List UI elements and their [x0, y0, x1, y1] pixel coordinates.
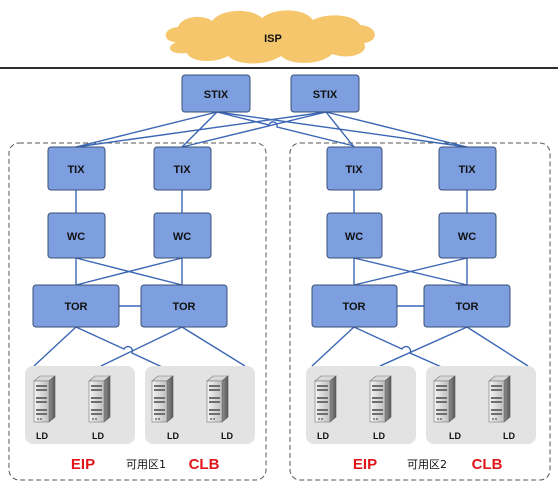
link	[181, 326, 246, 367]
node-label: TIX	[67, 164, 85, 176]
link	[353, 257, 468, 286]
node-label: STIX	[204, 89, 229, 101]
zone-2-boundary	[289, 142, 551, 481]
server-icon: LD	[433, 375, 461, 441]
tor-node: TOR	[140, 284, 228, 328]
server-label: LD	[92, 431, 104, 441]
link	[181, 111, 327, 148]
node-label: TIX	[458, 164, 476, 176]
node-label: TIX	[173, 164, 191, 176]
link	[311, 326, 355, 367]
link	[216, 111, 468, 148]
link	[75, 111, 218, 148]
eip-label: EIP	[353, 456, 377, 473]
server-label: LD	[373, 431, 385, 441]
zone-name-label: 可用区2	[407, 458, 447, 471]
link	[75, 257, 183, 286]
node-label: TOR	[455, 301, 478, 313]
tix-node: TIX	[326, 146, 383, 191]
tor-node: TOR	[32, 284, 120, 328]
node-label: STIX	[313, 89, 338, 101]
server-label: LD	[317, 431, 329, 441]
node-label: WC	[67, 231, 85, 243]
link	[325, 111, 355, 148]
isp-cloud-icon	[165, 10, 375, 64]
stix-node: STIX	[290, 74, 360, 113]
node-label: TIX	[345, 164, 363, 176]
server-label: LD	[503, 431, 515, 441]
clb-label: CLB	[189, 456, 220, 473]
node-label: TOR	[172, 301, 195, 313]
wc-node: WC	[153, 212, 212, 259]
server-label: LD	[167, 431, 179, 441]
link	[33, 326, 77, 367]
server-icon: LD	[151, 375, 179, 441]
server-icon: LD	[314, 375, 337, 441]
server-icon: LD	[88, 375, 111, 441]
clb-label: CLB	[472, 456, 503, 473]
wc-node: WC	[326, 212, 383, 259]
server-label: LD	[221, 431, 233, 441]
stix-node: STIX	[181, 74, 251, 113]
tix-node: TIX	[153, 146, 212, 191]
zone-1-boundary	[8, 142, 267, 481]
node-label: WC	[458, 231, 476, 243]
tix-node: TIX	[47, 146, 106, 191]
server-icon: LD	[488, 375, 515, 441]
link	[466, 326, 529, 367]
server-icon: LD	[33, 375, 56, 441]
eip-label: EIP	[71, 456, 95, 473]
isp-label: ISP	[264, 33, 282, 45]
tor-node: TOR	[423, 284, 511, 328]
link	[379, 326, 468, 367]
link	[100, 326, 183, 367]
node-label: WC	[345, 231, 363, 243]
tix-node: TIX	[438, 146, 497, 191]
wc-node: WC	[47, 212, 106, 259]
server-icon: LD	[369, 375, 392, 441]
server-icon: LD	[206, 375, 233, 441]
network-links	[33, 111, 529, 374]
link	[325, 111, 468, 148]
server-label: LD	[36, 431, 48, 441]
tor-node: TOR	[311, 284, 398, 328]
zone-name-label: 可用区1	[126, 458, 166, 471]
link	[216, 111, 355, 147]
server-label: LD	[449, 431, 461, 441]
node-label: WC	[173, 231, 191, 243]
node-label: TOR	[342, 301, 365, 313]
link	[75, 326, 176, 374]
link	[75, 111, 327, 148]
wc-node: WC	[438, 212, 497, 259]
node-label: TOR	[64, 301, 87, 313]
